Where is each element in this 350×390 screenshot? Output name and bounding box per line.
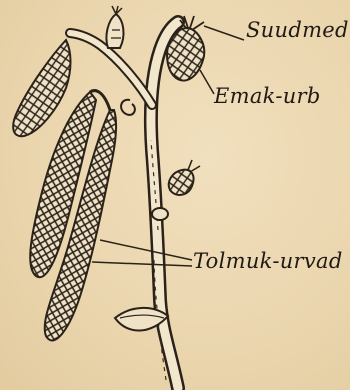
catkin-upper — [13, 40, 70, 136]
tendril — [121, 100, 135, 115]
leader-emak — [200, 70, 214, 94]
bud-top — [106, 14, 123, 48]
leader-suudmed — [204, 26, 244, 40]
label-male-catkins: Tolmuk-urvad — [193, 249, 343, 273]
label-female-catkin: Emak-urb — [214, 84, 321, 108]
label-stigmas: Suudmed — [246, 18, 349, 42]
leader-tolmuk-1 — [100, 240, 192, 260]
female-catkin-lower — [169, 170, 194, 195]
leader-tolmuk-2 — [92, 262, 192, 266]
female-catkin — [167, 28, 204, 81]
